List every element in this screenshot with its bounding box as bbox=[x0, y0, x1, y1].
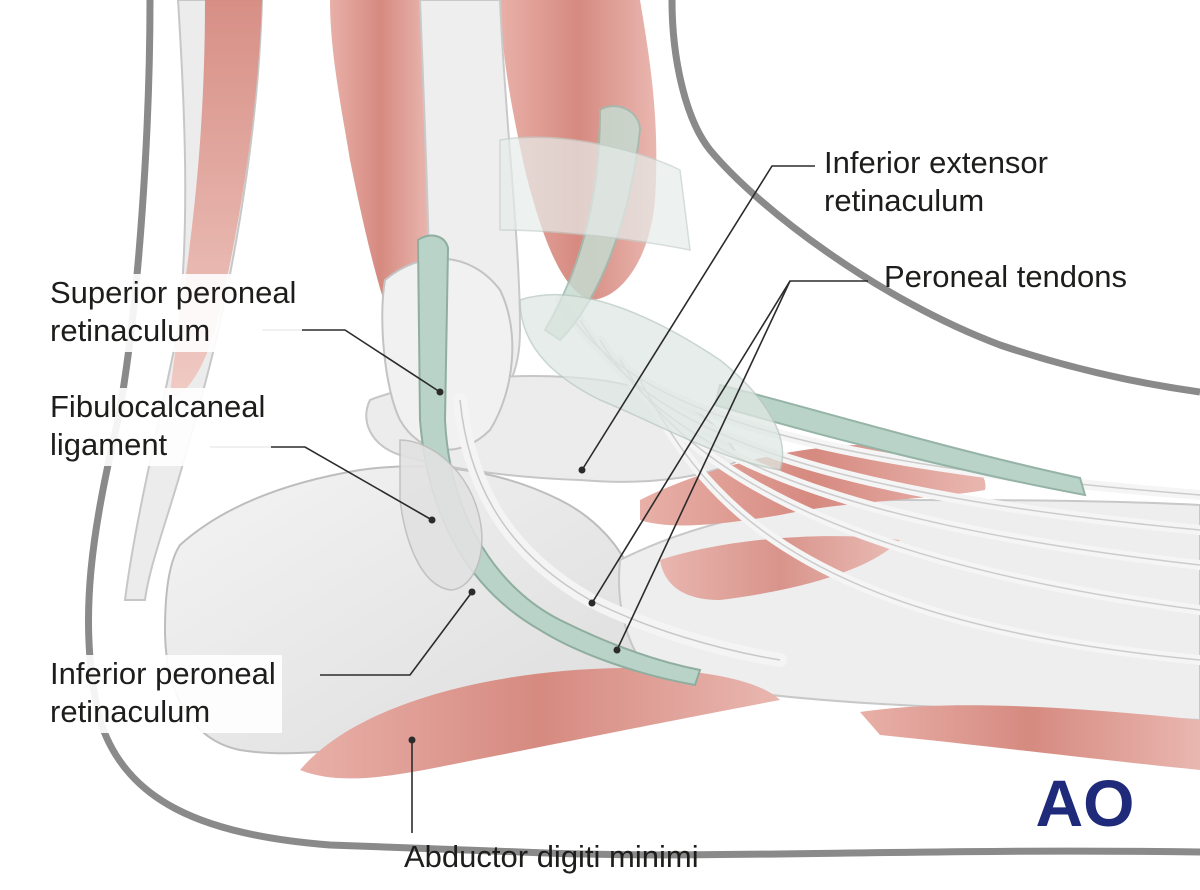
leader-inferior-peroneal bbox=[320, 591, 473, 676]
extensor-tendon-sheath bbox=[713, 383, 1087, 497]
leader-peroneal-tendon-2 bbox=[616, 280, 791, 651]
label-abductor-digiti-minimi: Abductor digiti minimi bbox=[404, 839, 699, 874]
label-fibulocalcaneal-ligament: Fibulocalcaneal ligament bbox=[50, 388, 272, 466]
leader-inferior-extensor bbox=[581, 165, 815, 471]
label-peroneal-tendons: Peroneal tendons bbox=[884, 259, 1128, 294]
peroneus-muscle bbox=[330, 0, 430, 330]
peroneal-tendon-white-edge bbox=[459, 399, 781, 661]
lateral-malleolus bbox=[381, 257, 514, 451]
peroneal-tendon-sheath bbox=[416, 234, 702, 687]
ao-logo-text: AO bbox=[1036, 766, 1135, 840]
dorsal-foot-muscle bbox=[660, 536, 900, 600]
plantar-muscle-right bbox=[860, 705, 1200, 770]
inferior-extensor-retinaculum-band bbox=[519, 293, 784, 471]
skin-outline-front bbox=[668, 0, 1200, 396]
label-inferior-peroneal-retinaculum: Inferior peroneal retinaculum bbox=[50, 655, 282, 733]
abductor-digiti-minimi-muscle bbox=[300, 668, 780, 779]
label-superior-peroneal-retinaculum: Superior peroneal retinaculum bbox=[50, 274, 303, 352]
leader-lines bbox=[210, 165, 868, 833]
superior-extensor-retinaculum-band bbox=[499, 136, 691, 251]
fibulocalcaneal-ligament-shape bbox=[399, 439, 483, 591]
ao-logo: AO bbox=[1036, 766, 1135, 840]
leader-dots bbox=[408, 388, 621, 744]
label-inferior-extensor-retinaculum: Inferior extensor retinaculum bbox=[824, 145, 1048, 218]
